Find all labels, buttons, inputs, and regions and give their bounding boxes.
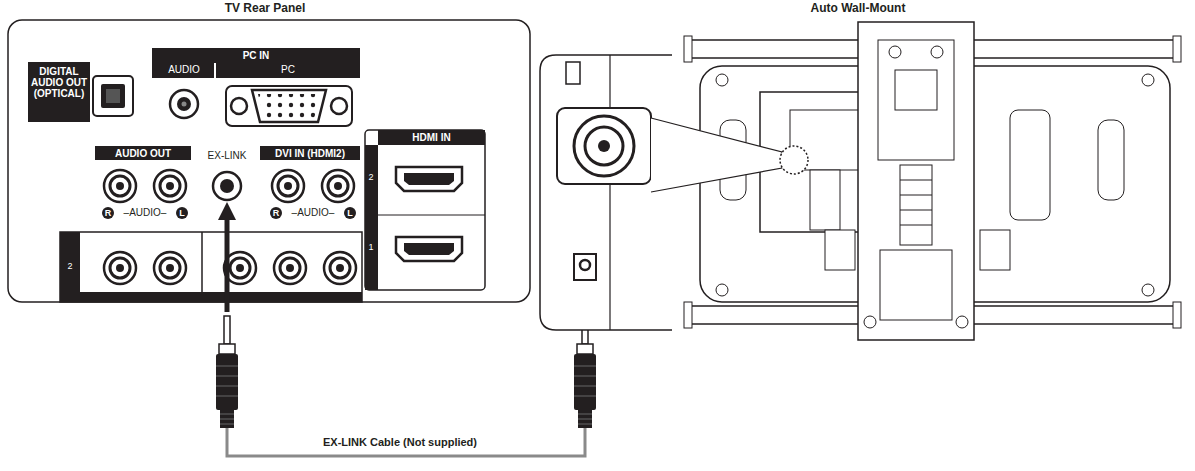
section-band: DVI IN (HDMI2) (260, 146, 360, 160)
channel-mark: R (102, 207, 114, 219)
section-band: HDMI IN (378, 130, 485, 145)
port-label: –AUDIO– (292, 207, 335, 218)
port-label: AUDIO (154, 64, 214, 75)
port-label: DIGITAL AUDIO OUT (OPTICAL) (29, 66, 89, 99)
port-number: 2 (67, 262, 72, 272)
band-label: AUDIO OUT (115, 148, 171, 159)
section-band: PC IN (152, 48, 360, 63)
port-label: –AUDIO– (124, 207, 167, 218)
band-label: PC IN (243, 50, 270, 61)
port-label: PC (217, 64, 359, 75)
band-label: DVI IN (HDMI2) (275, 148, 345, 159)
channel-mark: L (176, 207, 188, 219)
channel-mark: R (270, 207, 282, 219)
channel-mark: L (344, 207, 356, 219)
port-number: 1 (368, 243, 373, 253)
section-band: AUDIO OUT (95, 146, 191, 160)
cable-label: EX-LINK Cable (Not supplied) (319, 436, 481, 448)
port-number: 2 (368, 173, 373, 183)
port-label: EX-LINK (208, 150, 247, 161)
band-label: HDMI IN (412, 132, 450, 143)
panel-title: Auto Wall-Mount (811, 2, 906, 15)
panel-title: TV Rear Panel (225, 2, 306, 15)
